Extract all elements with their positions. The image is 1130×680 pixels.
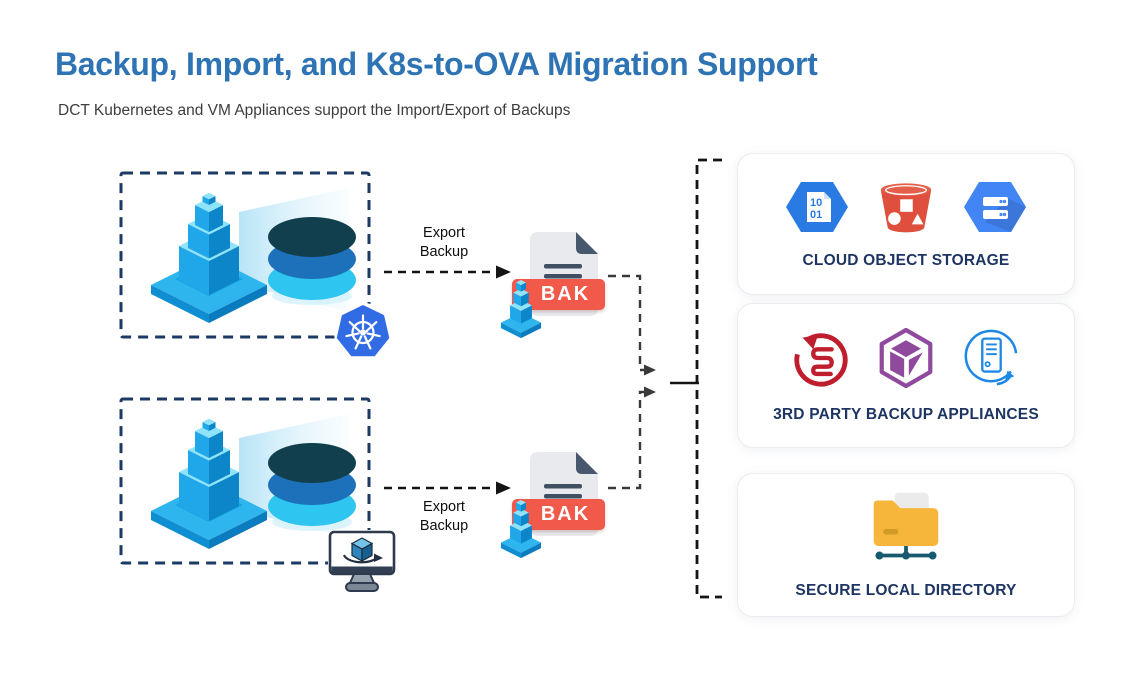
- document-fold: [576, 232, 598, 254]
- bak-top-connector: [608, 274, 644, 372]
- export-backup-label-top: Export Backup: [419, 225, 469, 260]
- kubernetes-icon: [334, 303, 392, 361]
- azure-binary-bottom: 01: [810, 209, 822, 221]
- network-folder-icon: [873, 492, 939, 559]
- dct-appliance-graphic: [151, 414, 356, 549]
- aws-s3-bucket-icon: [880, 182, 932, 232]
- bak-top-connector-head: [644, 364, 656, 376]
- backup-package-icon: [879, 327, 933, 389]
- azure-binary-top: 10: [810, 197, 822, 209]
- export-backup-label-bottom: Export Backup: [419, 499, 469, 534]
- cloud-storage-icon-row: 10 01: [785, 179, 1027, 235]
- bak-file-bottom: BAK: [498, 444, 610, 559]
- card-label: CLOUD OBJECT STORAGE: [802, 251, 1010, 269]
- card-3rd-party-backup-appliances: 3RD PARTY BACKUP APPLIANCES: [737, 303, 1075, 448]
- bak-bottom-connector: [608, 390, 644, 490]
- mini-dct-tower-icon: [500, 500, 542, 559]
- page-subtitle: DCT Kubernetes and VM Appliances support…: [58, 102, 571, 119]
- card-cloud-object-storage: 10 01 CLOUD OBJECT STO: [737, 153, 1075, 295]
- page-title: Backup, Import, and K8s-to-OVA Migration…: [55, 46, 818, 82]
- bak-bottom-connector-head: [644, 386, 656, 398]
- restore-cycle-icon: [794, 333, 848, 387]
- card-label: SECURE LOCAL DIRECTORY: [795, 581, 1017, 599]
- backup-appliance-icon-row: [790, 327, 1022, 389]
- google-cloud-storage-icon: [964, 181, 1026, 232]
- card-label: 3RD PARTY BACKUP APPLIANCES: [773, 406, 1039, 423]
- dct-appliance-graphic: [151, 188, 356, 323]
- trunk-bracket: [695, 158, 722, 599]
- card-secure-local-directory: SECURE LOCAL DIRECTORY: [737, 473, 1075, 617]
- vm-monitor-icon: [328, 530, 396, 594]
- local-directory-icon-row: [866, 491, 946, 565]
- data-disk-top: [268, 217, 356, 257]
- mini-dct-tower-icon: [500, 280, 542, 339]
- rotation-arrow: [342, 554, 378, 564]
- backup-server-icon: [964, 329, 1018, 386]
- bak-file-top: BAK: [498, 224, 610, 339]
- azure-blob-storage-icon: 10 01: [786, 181, 848, 232]
